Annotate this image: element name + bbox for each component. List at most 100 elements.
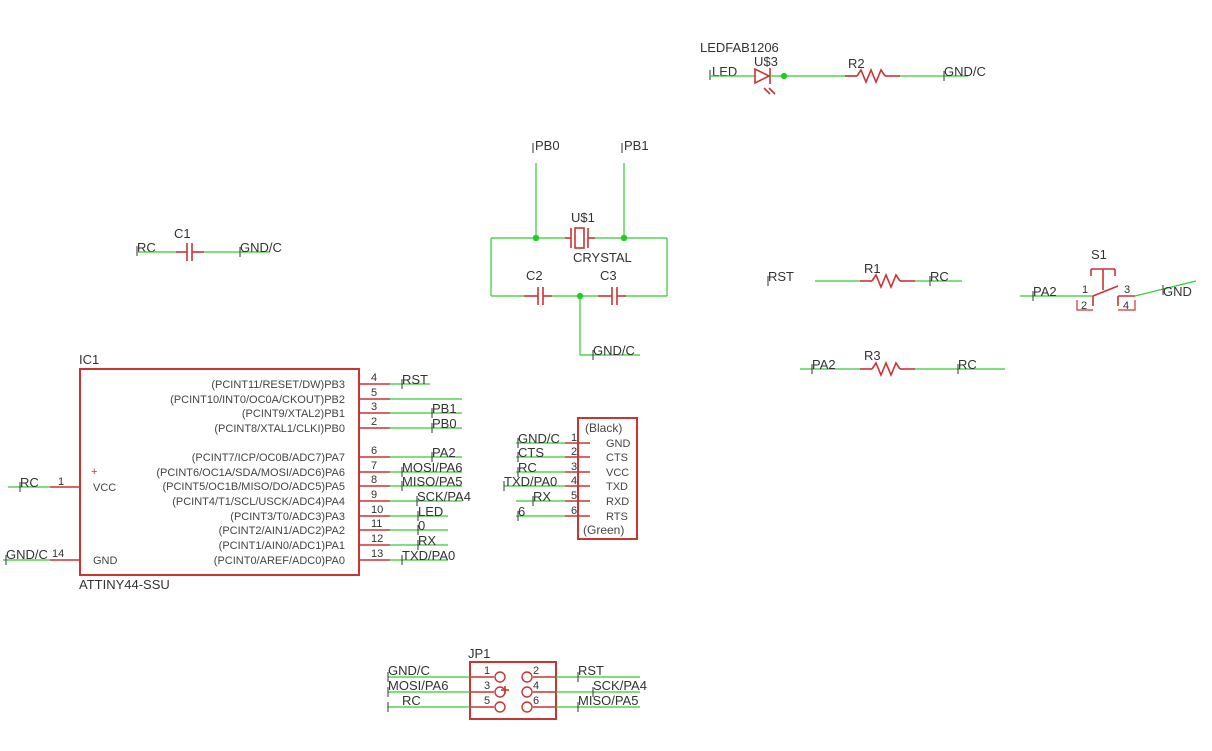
ic1-pin-label: (PCINT2/AIN1/ADC2)PA2 [219, 525, 345, 537]
jp1-left-net: MOSI/PA6 [388, 678, 448, 693]
ic1-pin-number: 13 [371, 548, 383, 560]
ic1-vcc-label: VCC [93, 482, 116, 494]
ic1-pin-net: PB0 [432, 416, 457, 431]
crystal-gnd-net: GND/C [593, 343, 635, 358]
ic1-pin-net: LED [418, 504, 443, 519]
jp1-pin-number: 2 [533, 665, 539, 677]
ic1-pin-number: 3 [371, 401, 377, 413]
crystal-net-a: PB0 [535, 138, 560, 153]
ic1-pin-net: PA2 [432, 445, 456, 460]
ic1-pin-number: 9 [371, 489, 377, 501]
ftdi-pin-number: 2 [571, 446, 577, 458]
ic1-pin-label: (PCINT10/INT0/OC0A/CKOUT)PB2 [170, 394, 345, 406]
ic1-pin-net: RST [402, 372, 428, 387]
s1-pin3: 3 [1124, 284, 1130, 296]
jp1-left-net: RC [402, 693, 421, 708]
led-part-label: LEDFAB1206 [700, 40, 779, 55]
crystal-ref-label: U$1 [571, 210, 595, 225]
ic1-pin-net: MOSI/PA6 [402, 460, 462, 475]
jp1-pin-pad [494, 671, 506, 683]
ic1-pin-number: 2 [371, 416, 377, 428]
ic1-pin-net: RX [418, 533, 436, 548]
ic1-attiny44: IC1 ATTINY44-SSU RC 1 + VCC GND/C 14 GND… [3, 352, 471, 592]
led-circuit: LEDFAB1206 U$3 LED R2 GND/C [700, 40, 986, 95]
ic1-vcc-mark: + [91, 466, 97, 478]
ic1-gnd-net: GND/C [6, 547, 48, 562]
ftdi-pin-net: GND/C [518, 431, 560, 446]
ic1-pin-number: 11 [371, 518, 382, 530]
jp1-ref-label: JP1 [468, 646, 490, 661]
c1-net-right: GND/C [240, 240, 282, 255]
ic1-vcc-net: RC [20, 475, 39, 490]
crystal-circuit: PB0 PB1 U$1 CRYSTAL C2 C3 GND/C [490, 138, 668, 360]
jp1-pin-number: 3 [484, 680, 490, 692]
jp1-right-net: RST [578, 663, 604, 678]
jp1-pin-pad [494, 686, 506, 698]
crystal-symbol [574, 227, 585, 249]
ftdi-pin-number: 3 [571, 461, 577, 473]
led-net-right: GND/C [944, 64, 986, 79]
ftdi-pin-label: RXD [606, 496, 629, 508]
c1-circuit: C1 RC GND/C [136, 226, 282, 261]
crystal-value-label: CRYSTAL [573, 250, 632, 265]
ic1-pin-net: SCK/PA4 [417, 489, 471, 504]
ftdi-pin-label: GND [606, 438, 631, 450]
ic1-gnd-pin: 14 [52, 548, 64, 560]
ftdi-pin-number: 5 [571, 490, 577, 502]
ftdi-pin-label: CTS [606, 452, 628, 464]
ftdi-top-label: (Black) [585, 421, 622, 435]
ic1-value-label: ATTINY44-SSU [79, 577, 170, 592]
r3-circuit: R3 PA2 RC [800, 348, 1005, 378]
jp1-pin-number: 5 [484, 695, 490, 707]
ic1-gnd-label: GND [93, 555, 118, 567]
c3-ref-label: C3 [600, 268, 617, 283]
ic1-vcc-pin: 1 [58, 476, 64, 488]
ic1-pin-net: TXD/PA0 [402, 548, 455, 563]
ic1-pin-number: 5 [371, 387, 377, 399]
r1-circuit: RST R1 RC [767, 261, 962, 290]
ic1-pin-label: (PCINT4/T1/SCL/USCK/ADC4)PA4 [172, 496, 345, 508]
led-diode-symbol [754, 67, 771, 85]
c1-ref-label: C1 [174, 226, 191, 241]
ftdi-body [577, 417, 638, 540]
ic1-pin-label: (PCINT5/OC1B/MISO/DO/ADC5)PA5 [162, 481, 345, 493]
r3-resistor-symbol [871, 360, 901, 378]
ftdi-pin-net: RX [533, 489, 551, 504]
ic1-pin-label: (PCINT9/XTAL2)PB1 [242, 408, 345, 420]
jp1-right-net: SCK/PA4 [593, 678, 647, 693]
ftdi-pin-net: TXD/PA0 [504, 474, 557, 489]
ic1-ref-label: IC1 [79, 352, 99, 367]
r3-ref-label: R3 [864, 348, 881, 363]
ic1-pin-number: 6 [371, 445, 377, 457]
jp1-right-net: MISO/PA5 [578, 693, 638, 708]
ic1-pin-number: 12 [371, 533, 383, 545]
ic1-pin-number: 7 [371, 460, 377, 472]
ic1-pin-label: (PCINT3/T0/ADC3)PA3 [230, 511, 345, 523]
r1-net-left: RST [768, 269, 794, 284]
ic1-pin-number: 8 [371, 474, 377, 486]
s1-pin2: 2 [1081, 300, 1087, 312]
s1-circuit: S1 PA2 1 3 2 4 GND [1020, 247, 1197, 312]
r1-resistor-symbol [871, 272, 901, 290]
r2-resistor-symbol [856, 67, 886, 85]
jp1-pin-number: 4 [533, 680, 539, 692]
ftdi-pin-net: CTS [518, 445, 544, 460]
c1-net-left: RC [137, 240, 156, 255]
c2-ref-label: C2 [526, 268, 543, 283]
ic1-pin-label: (PCINT8/XTAL1/CLKI)PB0 [214, 423, 345, 435]
jp1-pin-pad [521, 701, 533, 713]
ic1-pin-label: (PCINT1/AIN0/ADC1)PA1 [219, 540, 345, 552]
ic1-pin-net: PB1 [432, 401, 457, 416]
ic1-pin-label: (PCINT11/RESET/DW)PB3 [211, 379, 345, 391]
ftdi-pin-net: RC [518, 460, 537, 475]
jp1-pin-pad [494, 701, 506, 713]
ic1-pin-label: (PCINT0/AREF/ADC0)PA0 [214, 555, 345, 567]
jp1-left-net: GND/C [388, 663, 430, 678]
ic1-pin-net: MISO/PA5 [402, 474, 462, 489]
